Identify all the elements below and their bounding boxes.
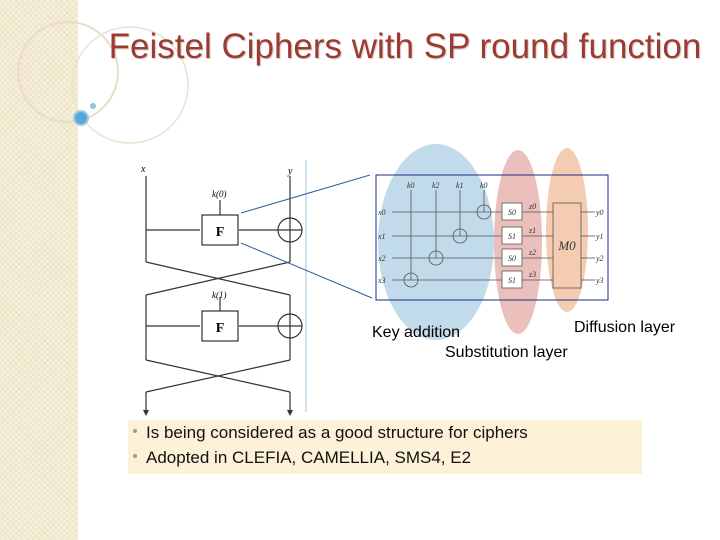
- key-1-label: k(1): [212, 290, 227, 300]
- sp-key-label-2: k2: [432, 181, 440, 190]
- mix-label: M0: [557, 238, 576, 253]
- f-label-2: F: [216, 321, 225, 336]
- zoom-line-bottom: [240, 242, 373, 299]
- sp-output-label-4: y3: [595, 276, 604, 285]
- feistel-network: [145, 176, 303, 410]
- sp-key-label-1: k0: [407, 181, 415, 190]
- sp-output-label-2: y1: [595, 232, 604, 241]
- diffusion-layer-label: Diffusion layer: [574, 319, 676, 336]
- sp-input-label-3: x2: [377, 254, 386, 263]
- sbox-label-2: S1: [508, 232, 516, 241]
- bullet-text-2: Adopted in CLEFIA, CAMELLIA, SMS4, E2: [146, 448, 472, 467]
- mid-label-4: z3: [528, 270, 536, 279]
- bullet-item-2: Adopted in CLEFIA, CAMELLIA, SMS4, E2: [133, 448, 472, 468]
- bullet-list: Is being considered as a good structure …: [128, 420, 642, 474]
- f-box-2: [201, 310, 239, 342]
- sp-lines: [392, 190, 595, 288]
- key-addition-label: Key addition: [372, 324, 461, 341]
- zoom-line-top: [240, 174, 371, 214]
- bullet-text-1: Is being considered as a good structure …: [146, 423, 528, 442]
- key-0-label: k(0): [212, 189, 227, 199]
- sp-output-label-3: y2: [595, 254, 604, 263]
- blue-dot-large: [73, 110, 89, 126]
- sp-key-label-4: k0: [480, 181, 488, 190]
- sp-input-label-1: x0: [377, 208, 386, 217]
- mid-label-3: z2: [528, 248, 536, 257]
- slide-title: Feistel Ciphers with SP round function: [108, 27, 702, 66]
- f-label-1: F: [216, 225, 225, 240]
- bullet-dot: [133, 429, 137, 433]
- bullet-item-1: Is being considered as a good structure …: [133, 423, 528, 443]
- sbox-label-4: S1: [508, 276, 516, 285]
- bullet-dot: [133, 454, 137, 458]
- sp-input-label-2: x1: [377, 232, 386, 241]
- sbox-label-1: S0: [508, 208, 516, 217]
- blue-dot-small: [90, 103, 96, 109]
- left-input-label: x: [140, 164, 146, 175]
- sbox-label-3: S0: [508, 254, 516, 263]
- sp-input-label-4: x3: [377, 276, 386, 285]
- sp-key-label-3: k1: [456, 181, 464, 190]
- f-box-1: [201, 214, 239, 246]
- substitution-layer-label: Substitution layer: [445, 344, 568, 361]
- left-decorative-strip: [0, 0, 78, 540]
- sp-detail-box: [375, 174, 609, 301]
- diffusion-region: [546, 148, 588, 312]
- decorative-circles: [17, 21, 189, 144]
- mid-label-2: z1: [528, 226, 536, 235]
- right-input-label: y: [287, 166, 293, 177]
- mid-label-1: z0: [528, 202, 536, 211]
- sp-output-label-1: y0: [595, 208, 604, 217]
